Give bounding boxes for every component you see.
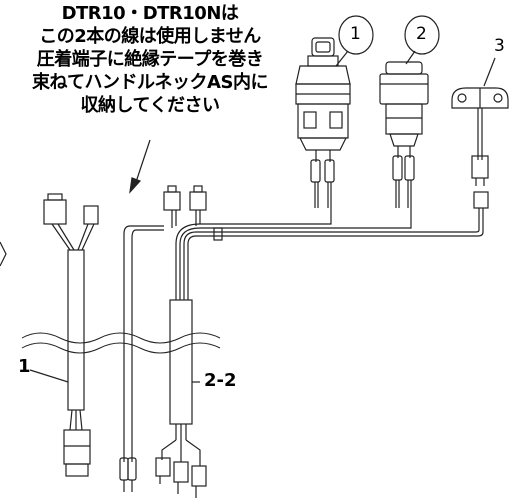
callout-number-1: 1 (350, 24, 361, 44)
harness-1 (43, 193, 99, 477)
harness-label-2-2: 2-2 (204, 370, 237, 391)
note-line-4: 束ねてハンドルネックAS内に (32, 72, 268, 93)
note-line-5: 収納してください (80, 95, 220, 116)
note-line-2: この2本の線は使用しません (39, 26, 261, 47)
installation-note: DTR10・DTR10Nは この2本の線は使用しません 圧着端子に絶縁テープを巻… (0, 2, 300, 117)
note-line-3: 圧着端子に絶縁テープを巻き (36, 49, 264, 70)
key-switch (295, 37, 351, 208)
label-1-leader (29, 369, 69, 383)
unused-wires (119, 225, 164, 492)
main-trunk (163, 185, 484, 300)
wire-clip (451, 87, 509, 226)
left-chevron-icon (0, 241, 7, 267)
callout-number-2: 2 (416, 24, 427, 44)
harness-2-2 (155, 299, 207, 498)
callout-3-leader (483, 57, 496, 87)
note-line-1: DTR10・DTR10Nは (61, 3, 239, 24)
callout-number-3: 3 (494, 36, 505, 56)
break-marks (21, 332, 221, 354)
horn-button (379, 61, 429, 208)
note-leader-arrow (129, 139, 151, 194)
harness-label-1: 1 (18, 356, 31, 377)
